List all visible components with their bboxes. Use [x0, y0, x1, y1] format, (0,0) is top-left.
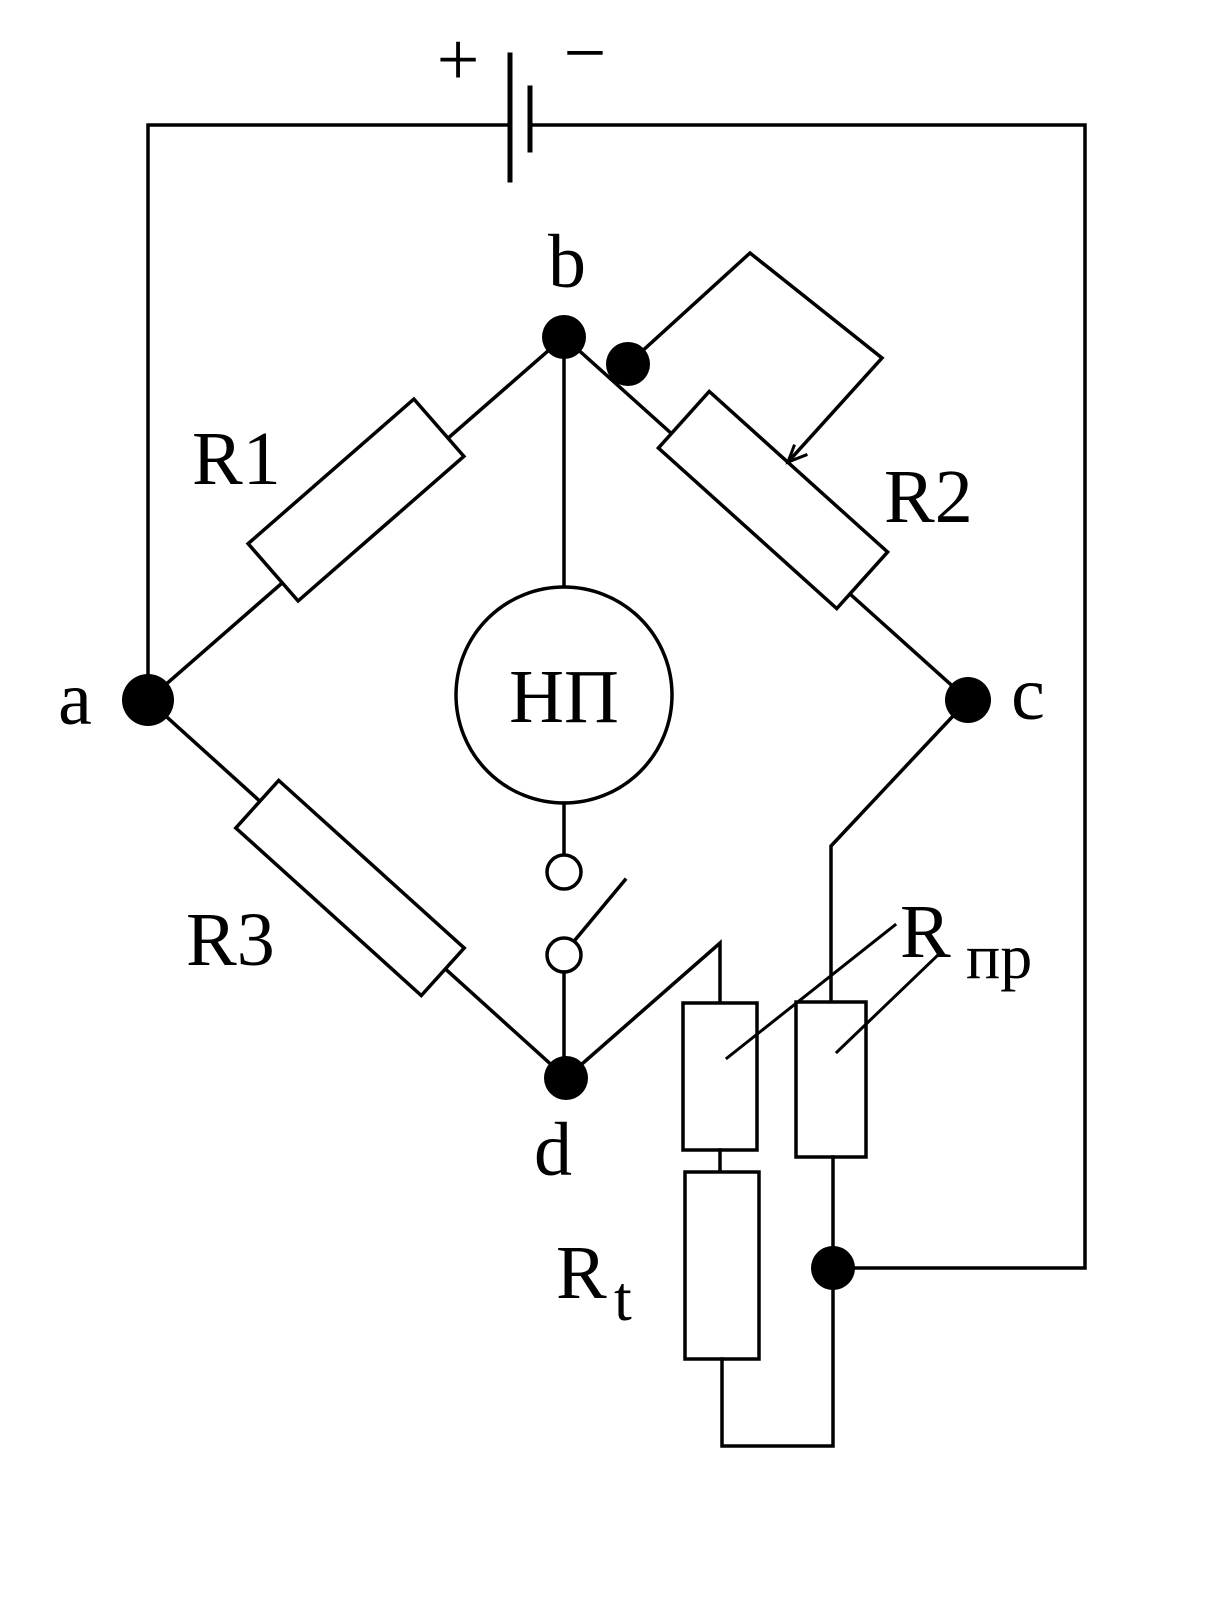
supply-loop: [146, 52, 1087, 1270]
node-return: [811, 1246, 855, 1290]
resistor-rt: [683, 1170, 761, 1361]
r2-slider-loop: [625, 250, 885, 465]
bridge-arms: [145, 250, 971, 1081]
node-a: [122, 674, 174, 726]
rpr-label-main: R: [900, 890, 951, 974]
wire-c-to-lead: [829, 697, 971, 1004]
switch-terminal-top: [545, 853, 583, 891]
node-slider: [606, 342, 650, 386]
r2-label: R2: [884, 455, 973, 539]
wire-rt-to-return-node: [720, 1266, 835, 1448]
rpr-pointer-right: [834, 952, 941, 1055]
resistor-r3: [233, 777, 467, 999]
resistor-r1: [245, 396, 467, 604]
node-d-label: d: [534, 1108, 572, 1192]
lead-resistor-left: [681, 1001, 759, 1152]
node-b: [542, 315, 586, 359]
battery-plus-label: +: [437, 18, 480, 102]
node-a-label: a: [58, 657, 92, 741]
node-c-label: c: [1011, 652, 1045, 736]
resistor-r2: [655, 388, 891, 612]
node-d: [544, 1056, 588, 1100]
r3-label: R3: [186, 898, 275, 982]
rt-label-sub: t: [614, 1263, 632, 1334]
node-c: [945, 677, 991, 723]
lead-resistor-right: [794, 1000, 868, 1159]
switch-terminal-bottom: [545, 936, 583, 974]
rt-label-main: R: [556, 1231, 607, 1315]
rpr-label-sub: пр: [966, 921, 1032, 992]
indicator-label: НП: [509, 655, 619, 739]
switch-blade: [572, 877, 628, 943]
rpr-pointer-left: [724, 922, 898, 1061]
node-b-label: b: [548, 220, 586, 304]
wire-a-to-battery: [146, 123, 512, 702]
wire-battery-to-return: [528, 123, 1087, 1270]
r1-label: R1: [192, 417, 281, 501]
wire-d-to-lead: [563, 939, 722, 1081]
r2-slider-arrowhead: [785, 444, 808, 465]
battery-minus-label: −: [564, 11, 607, 95]
sensor-leg: [563, 697, 971, 1448]
